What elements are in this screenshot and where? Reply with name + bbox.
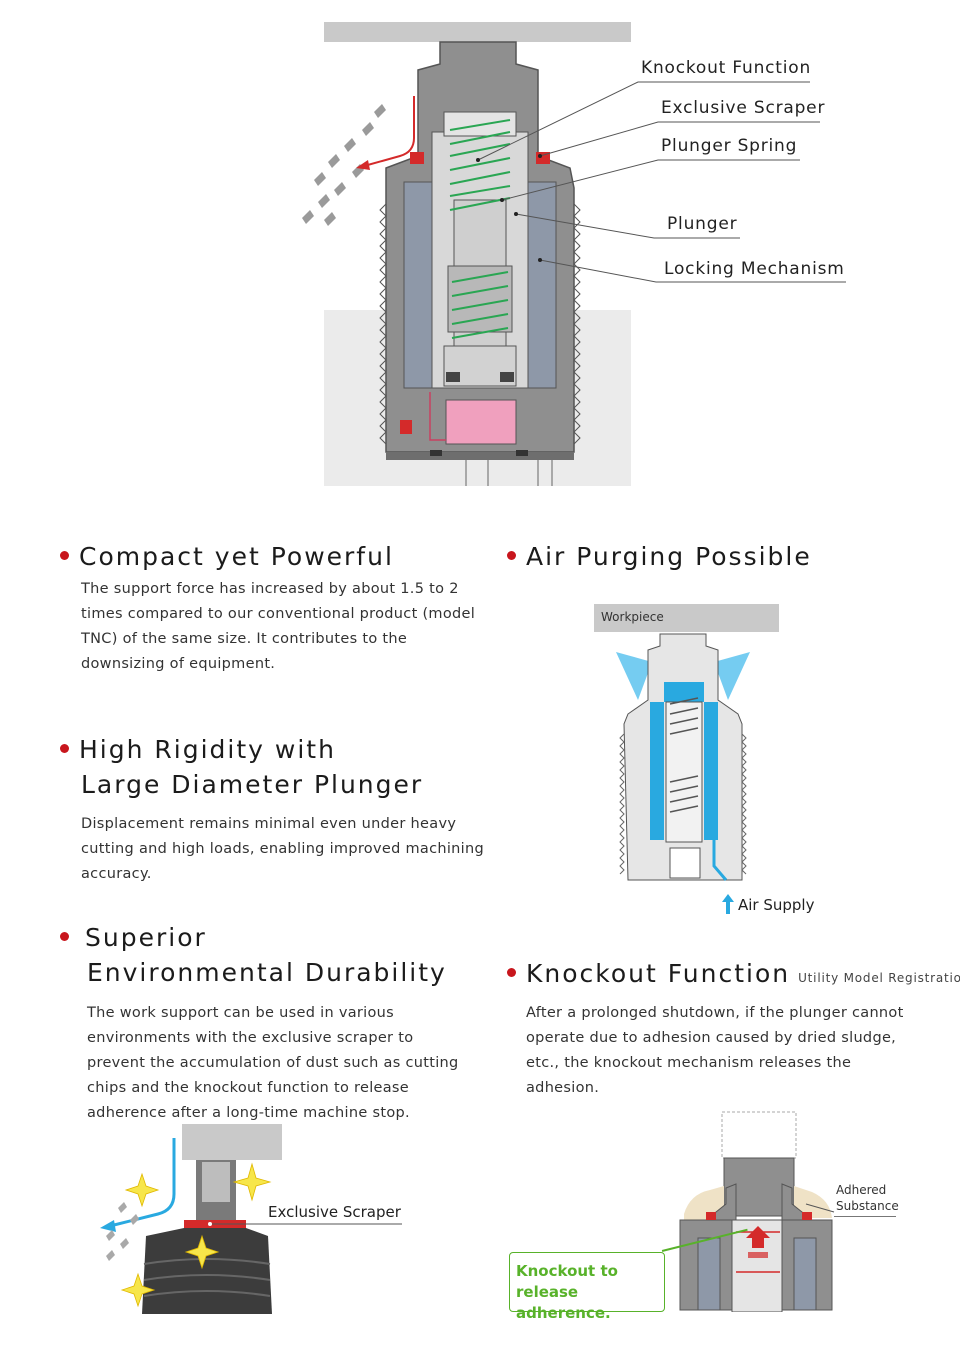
feature-rigidity-text: Displacement remains minimal even under … [81,816,484,882]
feature-air-purging-title: Air Purging Possible [507,540,812,574]
knockout-diagram [676,1108,836,1312]
utility-model-tag: Utility Model Registration [798,971,960,985]
feature-compact-text: The support force has increased by about… [81,581,476,672]
lower-spring [451,271,509,339]
callout-exclusive-scraper: Exclusive Scraper [661,98,826,118]
upper-spring [449,119,511,211]
top-plate [324,22,631,42]
feature-air-purging-title-text: Air Purging Possible [526,542,812,571]
feature-compact-title-text: Compact yet Powerful [79,542,394,571]
adhered-line2: Substance [836,1199,899,1213]
bullet-dot [60,743,69,753]
workpiece-label: Workpiece [601,610,664,624]
adhered-line1: Adhered [836,1183,887,1197]
sparkle-icons [120,1162,272,1308]
chips-graphic [302,104,386,226]
feature-knockout-title: Knockout Function Utility Model Registrat… [507,957,960,995]
feature-compact-title: Compact yet Powerful [60,540,394,574]
main-cross-section-diagram [290,20,850,490]
feature-rigidity-title-line1: High Rigidity with [79,735,336,764]
callout-plunger-spring: Plunger Spring [661,136,798,156]
adhered-substance-label: Adhered Substance [836,1182,899,1214]
feature-durability-title-line1: Superior [85,923,207,952]
thread-marks [379,203,581,445]
callout-plunger: Plunger [667,214,738,234]
air-supply-label: Air Supply [738,896,815,914]
scraper-label: Exclusive Scraper [268,1203,401,1221]
knockout-note-line1: Knockout to [516,1262,618,1280]
bullet-dot [60,931,69,941]
callout-knockout-function: Knockout Function [641,58,812,78]
left-scraper [410,152,424,164]
scraper-diagram [96,1124,416,1314]
air-supply-arrow-icon [722,894,734,914]
bullet-dot [507,967,516,977]
feature-knockout-text: After a prolonged shutdown, if the plung… [526,1005,904,1096]
air-purge-diagram [594,604,784,894]
feature-durability-title: Superior [60,921,207,955]
knockout-note-text: Knockout to release adherence. [516,1261,664,1324]
bullet-dot [60,550,69,560]
feature-knockout-title-text: Knockout Function [526,959,791,988]
leader-lines [477,81,846,283]
feature-rigidity-title-line2: Large Diameter Plunger [81,770,424,799]
callout-locking-mechanism: Locking Mechanism [664,259,845,279]
bullet-dot [507,550,516,560]
adhered-leader-line [834,1216,896,1217]
knockout-note-box: Knockout to release adherence. [509,1252,665,1322]
feature-rigidity-title: High Rigidity with [60,733,336,767]
feature-durability-title-line2: Environmental Durability [87,958,447,987]
feature-durability-text: The work support can be used in various … [87,1005,459,1121]
knockout-note-line2: release adherence. [516,1283,611,1322]
